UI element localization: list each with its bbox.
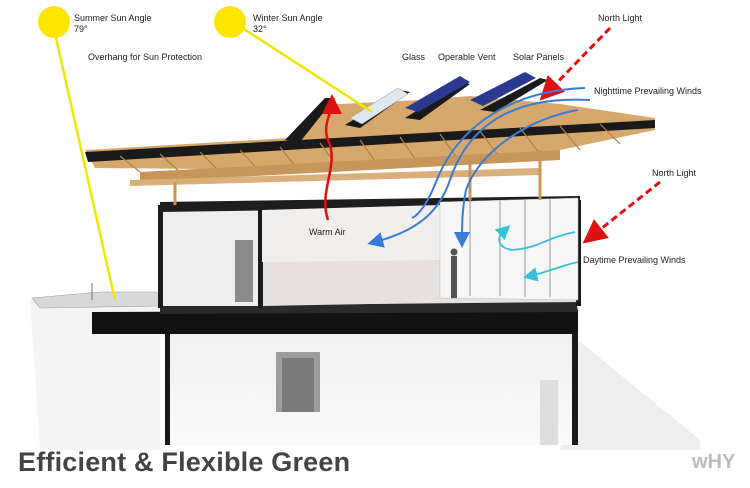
glass-label: Glass bbox=[402, 52, 426, 62]
solar-panels-label: Solar Panels bbox=[513, 52, 565, 62]
summer-sun-angle-value: 79° bbox=[74, 24, 88, 34]
lower-floor bbox=[165, 333, 578, 445]
sun-rays bbox=[50, 18, 373, 301]
person-silhouette bbox=[451, 256, 457, 298]
solar-panels bbox=[349, 72, 536, 125]
terrace bbox=[31, 283, 161, 309]
winter-sun-angle-value: 32° bbox=[253, 24, 267, 34]
warm-air-arrow bbox=[321, 94, 342, 221]
north-light-top-label: North Light bbox=[598, 13, 643, 23]
nighttime-winds-label: Nighttime Prevailing Winds bbox=[594, 86, 702, 96]
roof-structure bbox=[85, 78, 655, 205]
overhang-label: Overhang for Sun Protection bbox=[88, 52, 203, 62]
upper-floor bbox=[158, 196, 581, 308]
winter-sun-angle-label: Winter Sun Angle bbox=[253, 13, 323, 23]
ground-shadow bbox=[30, 300, 700, 450]
nighttime-wind-arrows bbox=[367, 87, 591, 248]
upper-left-door bbox=[235, 240, 253, 302]
daytime-wind-arrows bbox=[494, 225, 579, 282]
page-title: Efficient & Flexible Green bbox=[18, 447, 351, 477]
north-light-side-label: North Light bbox=[652, 168, 697, 178]
summer-sun-icon bbox=[38, 6, 70, 38]
operable-vent-label: Operable Vent bbox=[438, 52, 496, 62]
winter-sun-icon bbox=[214, 6, 246, 38]
north-light-arrows bbox=[539, 26, 661, 244]
summer-sun-angle-label: Summer Sun Angle bbox=[74, 13, 152, 23]
daytime-winds-label: Daytime Prevailing Winds bbox=[583, 255, 686, 265]
brand-logo: wHY bbox=[692, 451, 736, 473]
warm-air-label: Warm Air bbox=[309, 227, 346, 237]
